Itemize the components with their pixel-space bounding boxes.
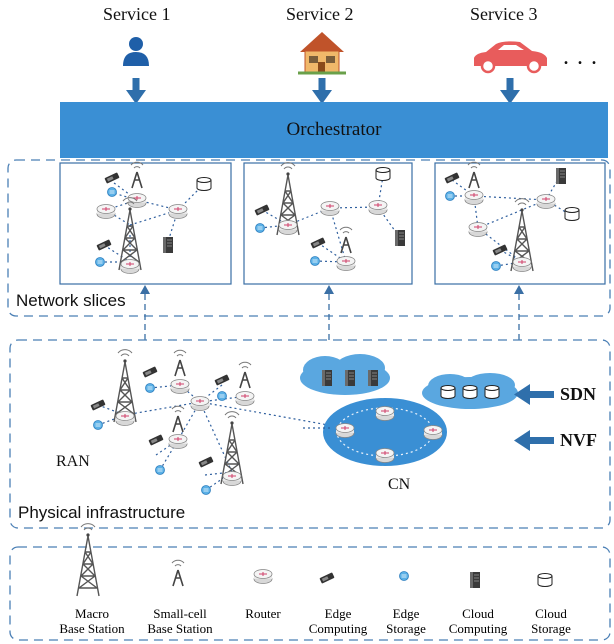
service-3-arrow — [500, 78, 520, 104]
router-icon — [468, 222, 488, 237]
edge-storage-icon — [155, 465, 165, 475]
legend-macro-base-station-icon — [76, 522, 100, 597]
router-icon — [115, 411, 135, 426]
cn-label: CN — [388, 476, 411, 493]
router-icon — [423, 425, 443, 440]
cloud-storage-icon — [564, 207, 580, 221]
edge-storage-icon — [255, 223, 265, 233]
cloud-storage-icon — [462, 385, 478, 399]
router-icon — [235, 391, 255, 406]
slice-arrow-heads — [140, 285, 524, 294]
cloud-storage-icon — [375, 167, 391, 181]
cloud-storage-icon — [484, 385, 500, 399]
router-icon — [168, 204, 188, 219]
edge-storage-icon — [201, 485, 211, 495]
edge-storage-icon — [95, 257, 105, 267]
small-cell-base-station-icon — [171, 405, 185, 433]
small-cell-base-station-icon — [238, 361, 252, 389]
edge-storage-icon — [93, 420, 103, 430]
network-slices-label: Network slices — [14, 291, 128, 311]
nvf-label: NVF — [560, 430, 597, 450]
physical-infrastructure-label: Physical infrastructure — [16, 503, 188, 523]
edge-storage-icon — [445, 191, 455, 201]
router-icon — [335, 423, 355, 438]
router-icon — [222, 471, 242, 486]
edge-storage-icon — [145, 383, 155, 393]
edge-storage-icon — [107, 187, 117, 197]
cloud-computing-icon — [321, 369, 333, 387]
network-slices-region — [7, 159, 611, 317]
cloud-computing-icon — [367, 369, 379, 387]
car-icon — [474, 41, 547, 74]
service-2-arrow — [312, 78, 332, 104]
cloud-computing-icon — [162, 236, 174, 254]
router-icon — [336, 256, 356, 271]
router-icon — [512, 257, 532, 272]
physical-infrastructure-region — [9, 339, 611, 529]
slice-mapping-arrows — [144, 292, 520, 340]
edge-computing-icon — [214, 374, 230, 386]
ran-label: RAN — [56, 453, 90, 470]
core-network-ellipse — [323, 398, 447, 466]
cloud-computing-icon — [555, 167, 567, 185]
edge-computing-icon — [148, 434, 164, 446]
legend-small-cell-base-station-icon — [171, 559, 185, 587]
small-cell-base-station-icon — [173, 349, 187, 377]
service-1-label: Service 1 — [103, 4, 171, 24]
router-icon — [190, 396, 210, 411]
legend-router-label: Router — [245, 606, 281, 621]
edge-computing-icon — [90, 399, 106, 411]
slice-box-2 — [243, 162, 413, 285]
router-icon — [375, 448, 395, 463]
service-2-label: Service 2 — [286, 4, 354, 24]
legend-edge-computing-icon — [319, 572, 335, 584]
sdn-arrow — [514, 384, 554, 405]
slice-1-topology — [100, 179, 204, 263]
legend-region — [9, 546, 611, 641]
slice-2-topology — [259, 175, 401, 263]
sdn-label: SDN — [560, 384, 597, 404]
slice-3-topology — [450, 175, 573, 267]
router-icon — [320, 201, 340, 216]
orchestrator-bar: Orchestrator — [60, 102, 608, 158]
edge-storage-icon — [491, 261, 501, 271]
router-icon — [536, 194, 556, 209]
router-icon — [368, 200, 388, 215]
edge-storage-icon — [217, 391, 227, 401]
edge-computing-icon — [198, 456, 214, 468]
router-icon — [278, 220, 298, 235]
legend-cloud-computing-icon — [469, 571, 481, 589]
service-3-label: Service 3 — [470, 4, 538, 24]
router-icon — [464, 190, 484, 205]
router-icon — [375, 406, 395, 421]
router-icon — [120, 259, 140, 274]
router-icon — [96, 204, 116, 219]
person-icon — [123, 37, 149, 66]
router-icon — [170, 379, 190, 394]
nvf-arrow — [514, 430, 554, 451]
legend-router-icon — [253, 569, 273, 584]
cloud-storage-icon — [440, 385, 456, 399]
edge-computing-icon — [142, 366, 158, 378]
service-1-arrow — [126, 78, 146, 104]
legend-edge-storage-icon — [399, 571, 409, 581]
more-services-ellipsis: . . . — [563, 44, 598, 70]
cloud-computing-icon — [394, 229, 406, 247]
orchestrator-label: Orchestrator — [286, 119, 382, 140]
router-icon — [168, 434, 188, 449]
edge-storage-icon — [310, 256, 320, 266]
house-icon — [298, 32, 346, 75]
legend-cloud-storage-icon — [537, 573, 553, 587]
cloud-computing-icon — [344, 369, 356, 387]
cloud-storage-icon — [196, 177, 212, 191]
